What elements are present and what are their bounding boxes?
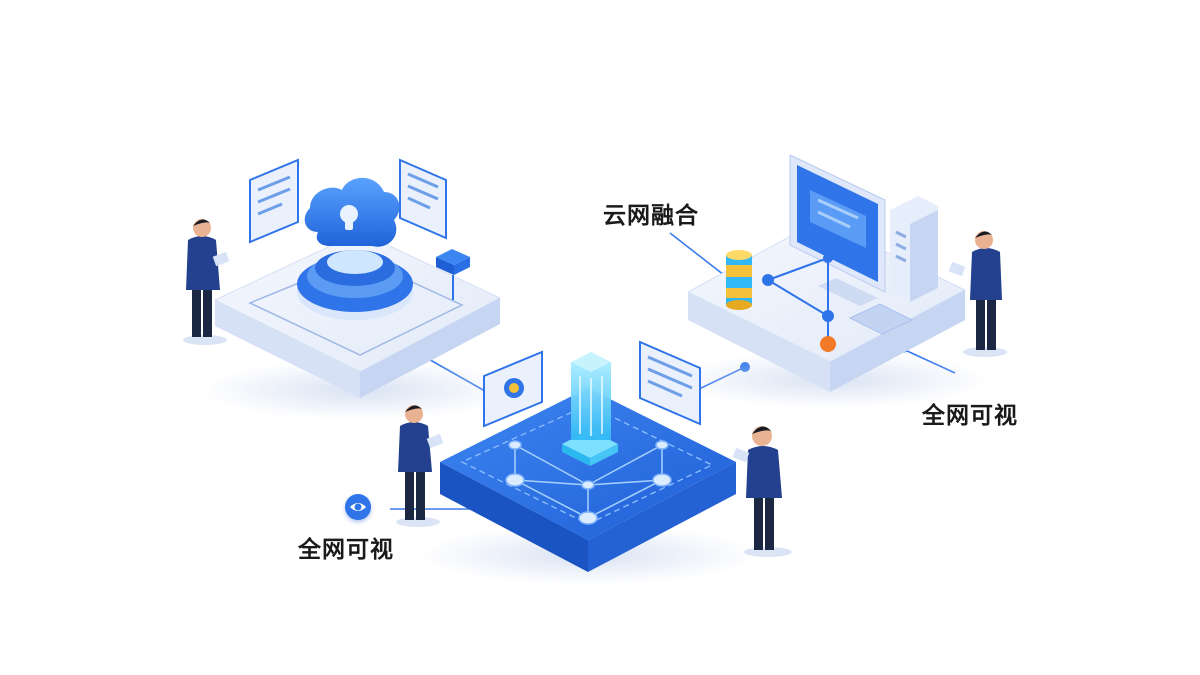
monitor (789, 154, 886, 306)
core-processor (562, 352, 618, 466)
info-panel-center-left (483, 350, 543, 428)
center-blue-platform (418, 340, 758, 585)
info-panel-right (399, 158, 447, 240)
graph-node (823, 253, 833, 263)
cloud-lock-icon (304, 177, 400, 247)
graph-node (762, 274, 774, 286)
computer-platform (670, 154, 990, 408)
info-panel-center-right (639, 340, 701, 426)
label-full-network-visibility-left: 全网可视 (298, 537, 394, 563)
person-center-right (732, 426, 792, 557)
label-cloud-network-fusion: 云网融合 (603, 203, 699, 229)
database-cylinder-icon (726, 250, 752, 310)
person-center-left (396, 405, 444, 527)
label-full-network-visibility-right: 全网可视 (922, 403, 1018, 429)
keyboard (848, 303, 914, 335)
graph-node (822, 310, 834, 322)
person-right (948, 231, 1007, 357)
graph-node-orange (820, 336, 836, 352)
info-panel-left (249, 158, 299, 244)
server-tower-icon (890, 196, 938, 302)
eye-icon (345, 494, 371, 520)
cloud-platform (200, 158, 520, 420)
person-left-top (183, 219, 230, 345)
small-device (436, 249, 470, 300)
